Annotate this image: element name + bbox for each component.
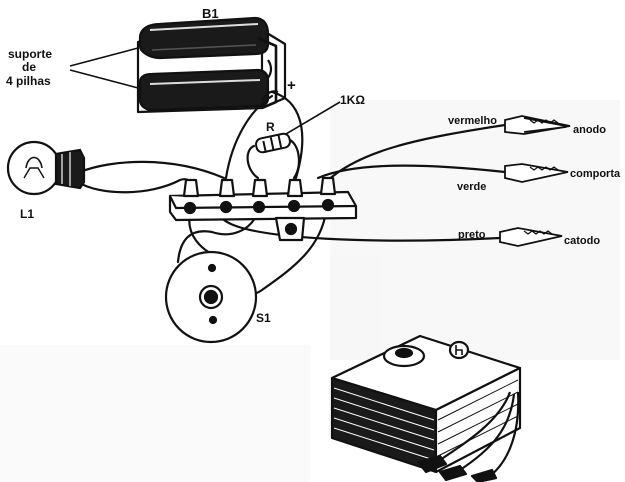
background-bleed-through — [0, 100, 620, 482]
holder-label-line2: de — [22, 60, 36, 74]
battery-holder — [136, 16, 287, 114]
finished-tester-box — [330, 334, 522, 482]
holder-label-line1: suporte — [8, 47, 52, 61]
battery-label: B1 — [202, 6, 219, 21]
anode-label: anodo — [573, 124, 606, 136]
resistor-value-label: 1KΩ — [340, 93, 365, 107]
alligator-clip-gate — [504, 163, 569, 183]
holder-pointer-arrows — [69, 47, 139, 89]
resistor-leader-line — [285, 101, 341, 135]
alligator-clip-cathode — [499, 227, 563, 247]
black-lead-label: preto — [458, 229, 486, 241]
solder-lugs — [182, 176, 337, 198]
gate-label: comporta — [570, 168, 621, 180]
resistor — [255, 132, 291, 154]
resistor-label: R — [266, 120, 275, 134]
terminal-screws — [183, 198, 335, 215]
alligator-clip-anode — [504, 115, 571, 135]
lamp-label: L1 — [20, 207, 34, 221]
switch — [164, 250, 258, 344]
red-lead-label: vermelho — [448, 115, 497, 127]
terminal-strip — [168, 176, 358, 242]
wires — [76, 90, 507, 296]
switch-label: S1 — [256, 311, 271, 325]
lamp — [6, 140, 86, 196]
holder-label-line3: 4 pilhas — [6, 74, 51, 88]
cathode-label: catodo — [564, 235, 600, 247]
green-lead-label: verde — [457, 181, 486, 193]
plus-terminal-label: + — [287, 77, 296, 94]
